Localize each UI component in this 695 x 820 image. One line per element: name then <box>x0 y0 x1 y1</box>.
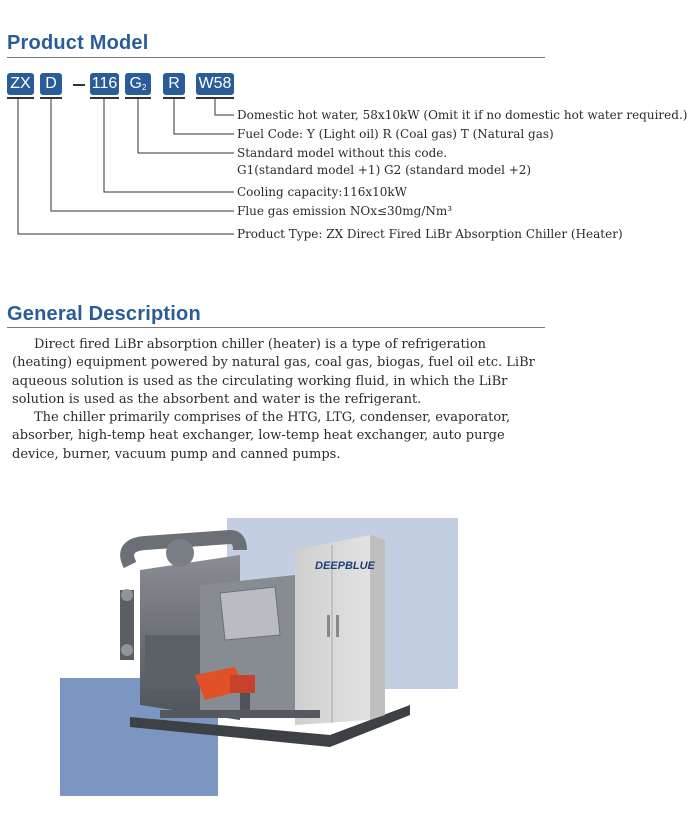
code-underline <box>40 97 62 99</box>
code-underline <box>196 97 234 99</box>
code-box-d: D <box>40 73 62 95</box>
code-box-r: R <box>163 73 185 95</box>
code-underline <box>163 97 185 99</box>
top-pipe <box>120 529 247 569</box>
description-paragraph-2: The chiller primarily comprises of the H… <box>12 410 511 462</box>
base-frame <box>130 705 410 747</box>
code-g-sub: 2 <box>142 83 147 92</box>
heading-rule <box>7 57 545 58</box>
bottom-pipe <box>160 710 320 718</box>
annotation-cooling: Cooling capacity:116x10kW <box>237 185 407 199</box>
description-paragraph-1: Direct fired LiBr absorption chiller (he… <box>12 337 535 407</box>
description-body: Direct fired LiBr absorption chiller (he… <box>12 336 547 464</box>
annotation-hot-water: Domestic hot water, 58x10kW (Omit it if … <box>237 108 688 122</box>
code-box-g: G2 <box>125 73 151 95</box>
code-underline <box>7 97 34 99</box>
code-box-w: W58 <box>196 73 234 95</box>
connector-fuel-code <box>173 99 234 135</box>
code-box-zx: ZX <box>7 73 34 95</box>
heading-rule <box>7 327 545 328</box>
pipe-flange <box>121 644 133 656</box>
annotation-fuel-code: Fuel Code: Y (Light oil) R (Coal gas) T … <box>237 127 554 141</box>
connector-hot-water <box>214 99 234 116</box>
code-g-main: G <box>129 75 142 92</box>
general-description-heading: General Description <box>7 303 201 325</box>
cabinet-handle <box>327 615 330 637</box>
connector-product-type <box>17 99 234 235</box>
burner-head <box>230 675 255 693</box>
code-underline <box>125 97 151 99</box>
connector-cooling <box>103 99 234 193</box>
connector-standard <box>137 99 234 154</box>
annotation-standard-1: Standard model without this code. <box>237 146 448 160</box>
top-vessel <box>166 539 194 567</box>
product-model-heading: Product Model <box>7 32 149 54</box>
annotation-flue-gas: Flue gas emission NOx≤30mg/Nm³ <box>237 204 453 218</box>
brand-label: DEEPBLUE <box>315 560 376 572</box>
annotation-product-type: Product Type: ZX Direct Fired LiBr Absor… <box>237 227 623 241</box>
side-pipe <box>120 590 134 660</box>
chiller-image: DEEPBLUE <box>120 529 410 747</box>
connector-lines <box>17 99 234 235</box>
connector-flue-gas <box>50 99 234 212</box>
cabinet-handle <box>336 615 339 637</box>
code-underline <box>90 97 119 99</box>
inspection-panel <box>219 586 281 641</box>
code-dash <box>73 84 85 86</box>
code-box-capacity: 116 <box>90 73 119 95</box>
cabinet-side <box>370 535 385 720</box>
burner-support <box>240 693 250 713</box>
annotation-standard-2: G1(standard model +1) G2 (standard model… <box>237 163 532 177</box>
pipe-flange <box>121 589 133 601</box>
